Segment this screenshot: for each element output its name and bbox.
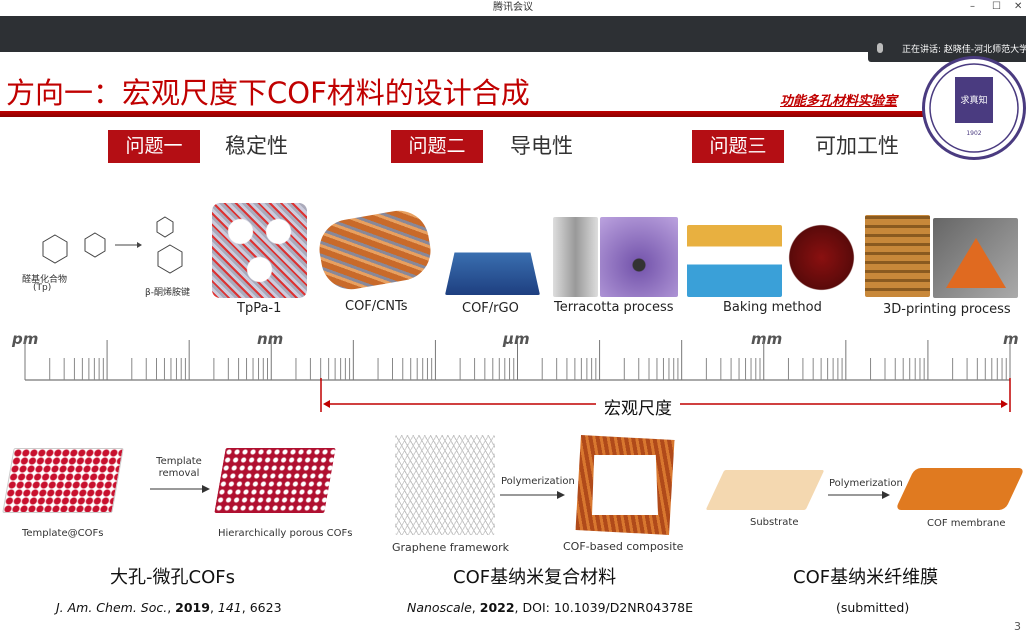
- arrowhead-icon: [1001, 400, 1008, 408]
- cof-composite-image: [575, 435, 675, 535]
- microphone-icon: [877, 43, 883, 53]
- scale-unit-mm: mm: [751, 330, 783, 348]
- problem-badge-2: 问题二: [391, 130, 483, 163]
- slide-title: 方向一：宏观尺度下COF材料的设计合成: [6, 76, 530, 110]
- minimize-button[interactable]: –: [970, 1, 975, 12]
- window-title: 腾讯会议: [493, 2, 533, 13]
- window-titlebar: 腾讯会议: [0, 0, 1026, 16]
- porous-cofs-image: [214, 448, 336, 513]
- label-3d-printing: 3D-printing process: [883, 302, 1011, 317]
- scale-unit-um: μm: [503, 330, 530, 348]
- problem-badge-3: 问题三: [692, 130, 784, 163]
- problem-topic-1: 稳定性: [225, 134, 288, 158]
- arrow-icon: [150, 485, 210, 493]
- cof-rgo-image: [445, 210, 540, 295]
- arrow-icon: [500, 491, 565, 499]
- porous-cofs-label: Hierarchically porous COFs: [218, 528, 353, 539]
- meeting-toolbar: [0, 16, 1026, 52]
- speaking-indicator: 正在讲话: 赵晓佳-河北师范大学: [868, 38, 1026, 62]
- polymerization-label-2: Polymerization: [501, 476, 575, 487]
- label-cof-cnts: COF/CNTs: [345, 299, 408, 314]
- chem-left-sublabel: (Tp): [33, 283, 52, 293]
- reference-3: (submitted): [836, 600, 910, 615]
- maximize-button[interactable]: ☐: [992, 1, 1001, 12]
- macro-scale-label: 宏观尺度: [596, 394, 680, 419]
- caption-macro-micro-cofs: 大孔-微孔COFs: [110, 567, 235, 588]
- template-removal-label: Template removal: [156, 456, 202, 479]
- template-cofs-label: Template@COFs: [22, 528, 104, 539]
- cof-membrane-label: COF membrane: [927, 518, 1006, 529]
- chem-left-label: 醛基化合物: [22, 275, 68, 285]
- page-number: 3: [1014, 620, 1021, 633]
- tppa-1-image: [212, 203, 307, 298]
- label-tppa-1: TpPa-1: [237, 301, 282, 316]
- close-button[interactable]: ✕: [1014, 1, 1023, 12]
- problem-badge-1: 问题一: [108, 130, 200, 163]
- caption-cof-nanofiber-membrane: COF基纳米纤维膜: [793, 567, 939, 588]
- cof-cnts-image: [314, 205, 436, 295]
- terracotta-product-image: [600, 217, 678, 297]
- 3d-printed-pyramid-image: [933, 218, 1018, 298]
- polymerization-label-3: Polymerization: [829, 478, 903, 489]
- cof-composite-label: COF-based composite: [563, 540, 684, 553]
- reference-1: J. Am. Chem. Soc., 2019, 141, 6623: [56, 600, 282, 615]
- arrow-icon: [828, 491, 890, 499]
- label-terracotta: Terracotta process: [554, 300, 674, 315]
- reaction-scheme-image: [42, 216, 183, 274]
- substrate-label: Substrate: [750, 517, 799, 528]
- terracotta-mold-image: [553, 217, 598, 297]
- chem-right-label: β-酮烯胺键: [145, 288, 190, 298]
- scale-unit-m: m: [1003, 330, 1019, 348]
- problem-topic-3: 可加工性: [815, 134, 899, 158]
- arrowhead-icon: [323, 400, 330, 408]
- problem-topic-2: 导电性: [510, 134, 573, 158]
- label-baking: Baking method: [723, 300, 822, 315]
- length-scale-ruler: [24, 340, 1011, 412]
- caption-cof-nanocomposite: COF基纳米复合材料: [453, 567, 617, 588]
- 3d-printing-image: [865, 215, 930, 297]
- graphene-framework-label: Graphene framework: [392, 541, 509, 554]
- scale-unit-nm: nm: [257, 330, 284, 348]
- label-cof-rgo: COF/rGO: [462, 301, 519, 316]
- svg-text:1902: 1902: [966, 130, 981, 137]
- graphene-framework-image: [395, 435, 495, 535]
- cof-membrane-image: [895, 468, 1025, 510]
- template-cofs-image: [2, 448, 124, 513]
- lab-name: 功能多孔材料实验室: [780, 94, 898, 109]
- scale-unit-pm: pm: [12, 330, 39, 348]
- svg-text:求真知: 求真知: [960, 94, 987, 106]
- baking-product-image: [784, 220, 859, 295]
- substrate-image: [705, 470, 825, 510]
- university-logo: 求真知 1902: [922, 56, 1026, 160]
- reference-2: Nanoscale, 2022, DOI: 10.1039/D2NR04378E: [407, 600, 694, 615]
- title-divider: [0, 111, 925, 117]
- baking-apparatus-image: [687, 225, 782, 297]
